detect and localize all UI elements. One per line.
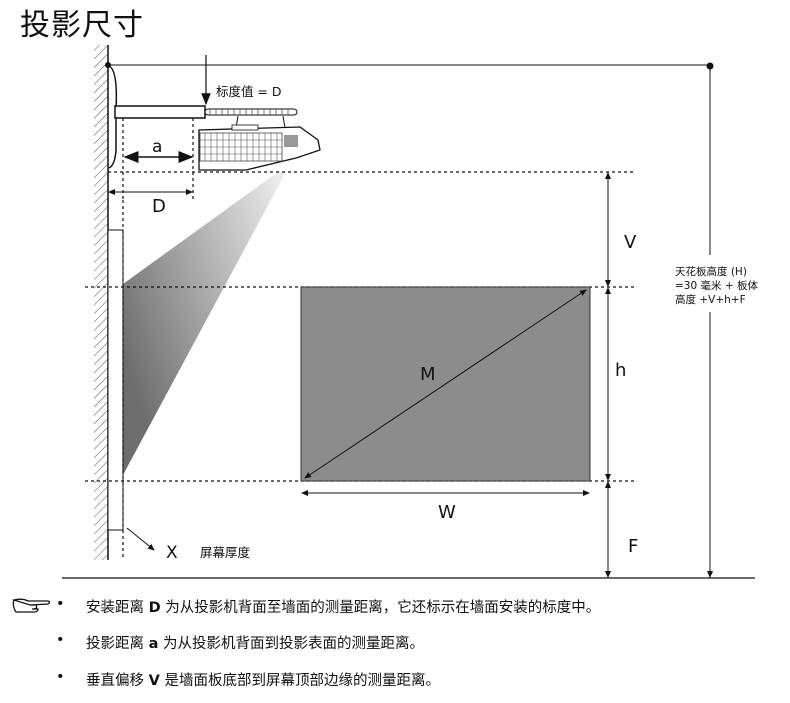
M-label: M (420, 364, 436, 385)
wall-plate (108, 65, 118, 169)
pointing-hand-icon (12, 598, 51, 613)
h-label: h (615, 360, 626, 381)
ceiling-height-label: 天花板高度 (H) =30 毫米 + 板体 高度 +V+h+F (675, 265, 761, 306)
wall-screen-edge (107, 229, 124, 531)
screen-thickness-label: 屏幕厚度 (200, 545, 251, 560)
mount-scale (204, 108, 298, 116)
D-label: D (152, 196, 166, 217)
a-label: a (152, 137, 162, 157)
scale-value-label: 标度值 = D (216, 84, 282, 99)
V-label: V (624, 232, 637, 253)
projection-dimensions-diagram: 标度值 = D a D M W V h F 天花板高度 (H) (62, 45, 761, 579)
projection-beam (123, 170, 287, 475)
W-label: W (438, 502, 456, 523)
projector (198, 115, 321, 171)
guide-lines (85, 118, 636, 560)
mount-arm (114, 105, 206, 119)
wall (94, 45, 109, 560)
page-title: 投影尺寸 (20, 8, 144, 43)
X-label: X (166, 543, 178, 563)
F-label: F (628, 536, 638, 557)
